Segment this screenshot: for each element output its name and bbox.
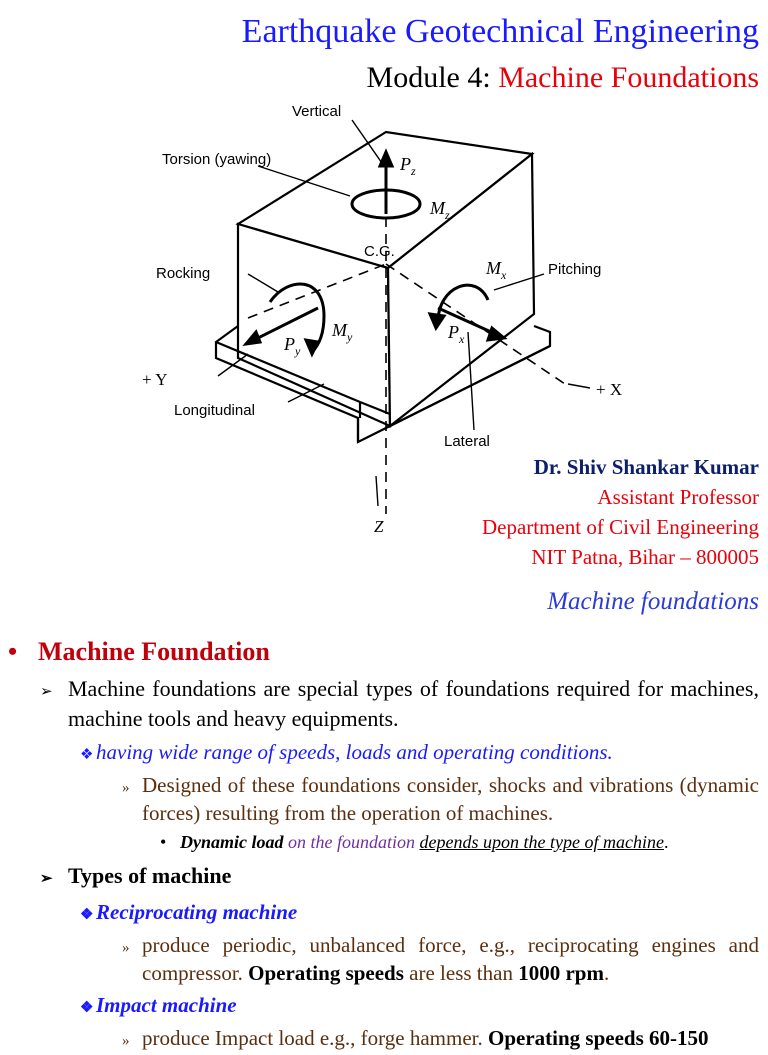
label-plus-x: + X [596,380,622,399]
force-arrows [242,148,508,358]
list-item: ➢ Types of machine [8,861,759,894]
module-name: Machine Foundations [498,61,759,94]
diagram-labels: Vertical Torsion (yawing) C.G. Rocking P… [142,103,622,536]
leader-lines [217,119,591,507]
author-department: Department of Civil Engineering [481,515,759,539]
bullet-dot-icon: • [8,637,18,666]
label-z: Z [374,517,384,536]
label-lateral: Lateral [444,433,490,450]
bullet-heading: • Machine Foundation [8,636,759,668]
diamond-bullet-icon: ❖ [80,1000,94,1016]
module-title: Module 4: Machine Foundations [0,58,759,98]
label-cg: C.G. [364,243,395,260]
section-heading: Machine foundations [547,588,759,615]
module-prefix: Module 4: [366,61,491,94]
arrow-bullet-icon: ➢ [40,871,53,887]
double-chevron-icon: » [122,1033,130,1049]
symbol-my: My [331,320,353,344]
author-position: Assistant Professor [597,485,759,509]
foundation-block [214,130,552,444]
dynamic-load-text: Dynamic load [180,832,284,852]
page-title: Earthquake Geotechnical Engineering [241,13,759,50]
symbol-py: Py [283,334,301,358]
list-item: • Dynamic load on the foundation depends… [8,829,759,855]
list-item: » produce Impact load e.g., forge hammer… [8,1024,759,1055]
list-item: ❖ Impact machine [8,991,759,1022]
list-item: ❖ Reciprocating machine [8,898,759,929]
symbol-mx: Mx [485,258,507,282]
force-symbols: Pz Mz Mx Px Py My [283,154,507,358]
list-item: » Designed of these foundations consider… [122,773,759,825]
symbol-px: Px [447,322,465,346]
diamond-bullet-icon: ❖ [80,747,94,763]
label-longitudinal: Longitudinal [174,402,255,419]
author-address: NIT Patna, Bihar – 800005 [531,545,759,569]
bullet-dot-icon: • [160,832,167,852]
list-item: ➢ Machine foundations are special types … [8,674,759,734]
arrow-bullet-icon: ➢ [40,684,53,700]
reciprocating-title: Reciprocating machine [96,900,298,924]
list-item: ❖ having wide range of speeds, loads and… [8,738,759,769]
double-chevron-icon: » [122,940,130,956]
symbol-pz: Pz [399,154,416,178]
label-torsion: Torsion (yawing) [162,151,271,168]
double-chevron-icon: » [122,780,130,796]
label-pitching: Pitching [548,261,601,278]
heading-machine-foundation: Machine Foundation [38,637,270,666]
author-name: Dr. Shiv Shankar Kumar [533,455,759,479]
author-block: Dr. Shiv Shankar Kumar Assistant Profess… [359,452,759,572]
label-vertical: Vertical [292,103,341,120]
machine-foundation-diagram: Vertical Torsion (yawing) C.G. Rocking P… [142,103,622,536]
label-rocking: Rocking [156,265,210,282]
symbol-mz: Mz [429,198,450,222]
content-body: • Machine Foundation ➢ Machine foundatio… [8,636,759,1055]
types-of-machine: Types of machine [68,863,232,888]
list-item: » produce periodic, unbalanced force, e.… [122,933,759,985]
label-plus-y: + Y [142,370,167,389]
diamond-bullet-icon: ❖ [80,907,94,923]
impact-title: Impact machine [96,993,237,1017]
